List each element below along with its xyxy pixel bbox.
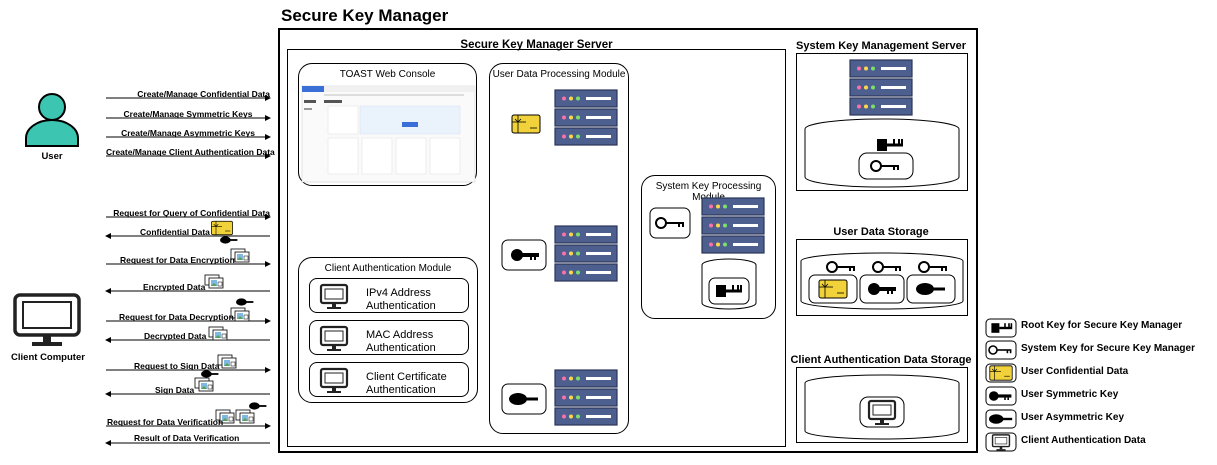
client-auth-module-title: Client Authentication Module bbox=[324, 263, 452, 274]
legend-label-root-key: Root Key for Secure Key Manager bbox=[1021, 320, 1183, 331]
client-auth-storage-box bbox=[796, 367, 968, 443]
legend-label-confidential-data: User Confidential Data bbox=[1021, 366, 1129, 377]
user-flow-label: Create/Manage Asymmetric Keys bbox=[121, 128, 255, 138]
web-console-screenshot bbox=[301, 85, 476, 183]
user-icon bbox=[25, 93, 79, 147]
web-console-box: TOAST Web Console bbox=[298, 63, 477, 186]
system-key-server-title: System Key Management Server bbox=[796, 40, 966, 52]
user-flow-label: Create/Manage Client Authentication Data bbox=[106, 147, 275, 157]
document-icon bbox=[217, 354, 237, 369]
system-module-title: System Key Processing Module bbox=[655, 181, 762, 203]
legend-label-system-key: System Key for Secure Key Manager bbox=[1021, 343, 1195, 354]
auth-item-line1: IPv4 Address bbox=[366, 287, 431, 299]
system-module-graphics bbox=[649, 175, 776, 310]
legend-label-asymmetric-key: User Asymmetric Key bbox=[1021, 412, 1125, 423]
client-flow-label: Request for Data Encryption bbox=[120, 255, 235, 265]
confidential-data-icon bbox=[989, 365, 1013, 381]
client-auth-module-box: Client Authentication Module IPv4 Addres… bbox=[298, 257, 478, 403]
auth-item-line2: Authentication bbox=[366, 384, 436, 396]
document-icon bbox=[208, 326, 228, 341]
user-module-title: User Data Processing Module bbox=[492, 69, 626, 80]
client-flow-label: Result of Data Verification bbox=[134, 433, 240, 443]
confidential-data-icon bbox=[211, 220, 233, 236]
system-key-server-box bbox=[796, 53, 968, 191]
client-flow-label: Decrypted Data bbox=[144, 331, 207, 341]
auth-item-line1: Client Certificate bbox=[366, 371, 447, 383]
client-computer-label: Client Computer bbox=[11, 352, 85, 363]
document-icon bbox=[235, 409, 255, 424]
document-icon bbox=[194, 377, 214, 392]
user-data-storage-box bbox=[796, 239, 968, 316]
user-data-storage-title: User Data Storage bbox=[833, 226, 929, 238]
client-flow-label: Request for Data Decryption bbox=[119, 312, 234, 322]
user-module-graphics bbox=[501, 63, 629, 434]
system-key-server-graphics bbox=[804, 53, 960, 188]
web-console-title: TOAST Web Console bbox=[339, 69, 436, 80]
document-icon bbox=[204, 274, 224, 289]
auth-item-line2: Authentication bbox=[366, 300, 436, 312]
client-flow-label: Request for Query of Confidential Data bbox=[113, 208, 270, 218]
legend-icons bbox=[985, 318, 1017, 452]
asymmetric-key-icon bbox=[201, 370, 219, 378]
client-flow-label: Confidential Data bbox=[140, 227, 210, 237]
client-auth-storage-title: Client Authentication Data Storage bbox=[790, 354, 972, 366]
legend-label-symmetric-key: User Symmetric Key bbox=[1021, 389, 1119, 400]
user-flow-label: Create/Manage Symmetric Keys bbox=[123, 109, 253, 119]
asymmetric-key-icon bbox=[249, 402, 267, 410]
page-title: Secure Key Manager bbox=[281, 6, 449, 25]
user-label: User bbox=[41, 151, 63, 162]
auth-item-line2: Authentication bbox=[366, 342, 436, 354]
secure-key-manager-boundary bbox=[278, 28, 978, 453]
server-title: Secure Key Manager Server bbox=[460, 39, 613, 51]
user-flow-label: Create/Manage Confidential Data bbox=[137, 89, 270, 99]
client-auth-storage-graphics bbox=[804, 374, 960, 440]
auth-item-line1: MAC Address bbox=[366, 329, 434, 341]
client-flow-label: Sign Data bbox=[155, 385, 195, 395]
legend-label-client-auth-data: Client Authentication Data bbox=[1021, 435, 1146, 446]
user-data-storage-graphics bbox=[800, 252, 964, 310]
asymmetric-key-icon bbox=[220, 236, 238, 244]
client-flow-label: Encrypted Data bbox=[143, 282, 206, 292]
client-computer-icon bbox=[13, 293, 81, 346]
secure-key-manager-server-box bbox=[287, 49, 786, 447]
client-flow-arrows bbox=[105, 214, 271, 446]
client-flow-label: Request for Data Verification bbox=[107, 417, 224, 427]
client-flow-label: Request to Sign Data bbox=[134, 361, 220, 371]
user-flow-arrows bbox=[106, 95, 271, 159]
symmetric-key-icon bbox=[236, 298, 254, 306]
